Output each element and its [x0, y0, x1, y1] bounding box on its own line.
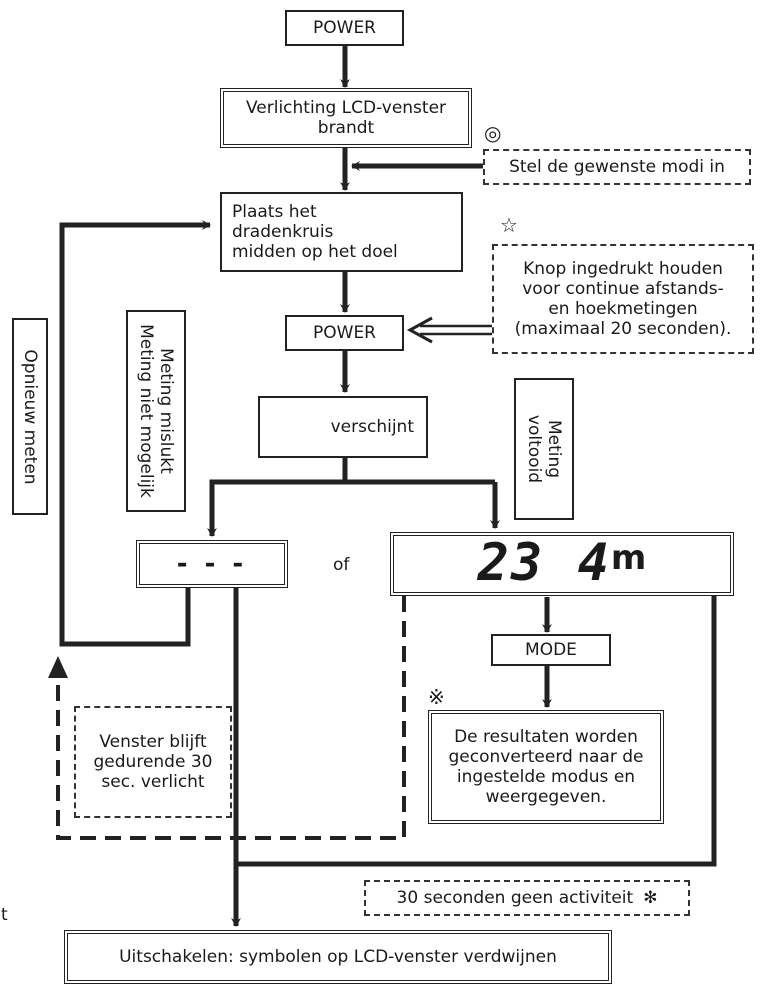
result-converted-box: De resultaten worden geconverteerd naar … [428, 710, 664, 824]
set-modes-box: Stel de gewenste modi in [483, 149, 751, 185]
lcd-lit-box: Verlichting LCD-venster brandt [220, 88, 472, 148]
star-icon: ☆ [500, 213, 518, 237]
double-circle-icon: ◎ [484, 121, 502, 145]
or-label: of [333, 555, 350, 575]
power-button-mid: POWER [285, 315, 404, 351]
hold-button-box: Knop ingedrukt houden voor continue afst… [492, 244, 754, 354]
asterisk-icon: ✻ [643, 887, 658, 908]
place-crosshair-box: Plaats het dradenkruis midden op het doe… [220, 192, 463, 272]
power-off-box: Uitschakelen: symbolen op LCD-venster ve… [64, 930, 612, 984]
stray-char: t [1, 905, 8, 925]
distance-display: 23 4 m [390, 532, 734, 596]
inactivity-path [236, 596, 717, 867]
window-lit-box: Venster blijft gedurende 30 sec. verlich… [74, 706, 232, 818]
remeasure-loop [59, 220, 211, 647]
remeasure-label: Opnieuw meten [12, 318, 48, 515]
measure-failed-label: Meting mislukt Meting niet mogelijk [126, 310, 186, 512]
arrow-hold-head [406, 316, 433, 344]
power-button-top: POWER [285, 10, 404, 46]
distance-unit: m [610, 538, 647, 578]
mode-button: MODE [491, 634, 611, 666]
window-lit-arrowhead [48, 656, 68, 678]
measure-done-label: Meting voltooid [514, 378, 574, 520]
distance-value: 23 4 [477, 533, 611, 594]
reference-mark-icon: ※ [428, 685, 445, 709]
split-connector [209, 458, 348, 536]
dashes-display: - - - [136, 540, 288, 588]
appears-box: verschijnt [258, 396, 428, 458]
inactivity-box: 30 seconden geen activiteit ✻ [364, 880, 690, 916]
window-lit-path [56, 596, 406, 840]
